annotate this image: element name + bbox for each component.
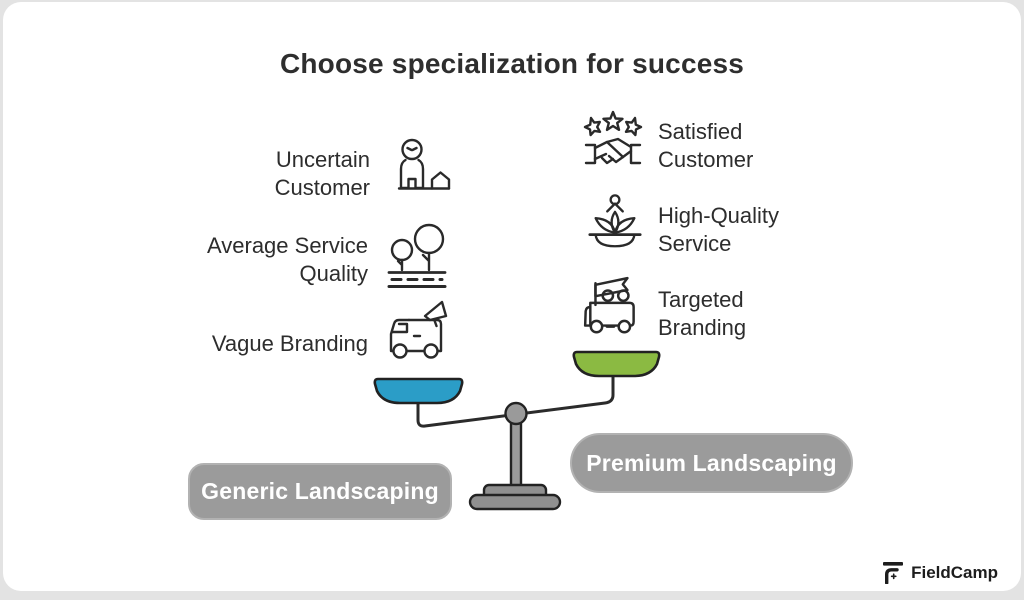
- page-title: Choose specialization for success: [279, 48, 745, 79]
- truck-flag-icon: [580, 274, 646, 340]
- plant-person-icon: [584, 192, 646, 254]
- uncertain-customer-icon: [385, 136, 451, 202]
- stars-handshake-icon: [580, 110, 646, 176]
- left-pan: [373, 377, 464, 405]
- left-item-vague-branding: Vague Branding: [211, 331, 368, 356]
- right-item-satisfied-customer: Satisfied Customer: [658, 119, 754, 172]
- brand-name: FieldCamp: [911, 562, 998, 582]
- scale-base-lower: [468, 493, 562, 511]
- generic-landscaping-label: Generic Landscaping: [188, 463, 452, 520]
- premium-landscaping-text: Premium Landscaping: [586, 449, 837, 476]
- scale-pivot: [504, 401, 528, 426]
- generic-landscaping-text: Generic Landscaping: [201, 478, 439, 504]
- right-item-high-quality-service: High-Quality Service: [658, 203, 780, 256]
- left-item-average-service-quality: Average Service Quality: [206, 233, 368, 286]
- premium-landscaping-label: Premium Landscaping: [570, 433, 853, 493]
- left-item-uncertain-customer: Uncertain Customer: [274, 147, 370, 200]
- balance-scale: [373, 350, 661, 511]
- truck-megaphone-icon: [383, 298, 449, 364]
- fieldcamp-logo-icon: [882, 561, 904, 584]
- brand-logo: FieldCamp: [882, 561, 998, 584]
- right-item-targeted-branding: Targeted Branding: [658, 287, 747, 340]
- scale-pole: [509, 412, 523, 492]
- average-trees-icon: [383, 220, 451, 292]
- right-pan: [572, 350, 661, 378]
